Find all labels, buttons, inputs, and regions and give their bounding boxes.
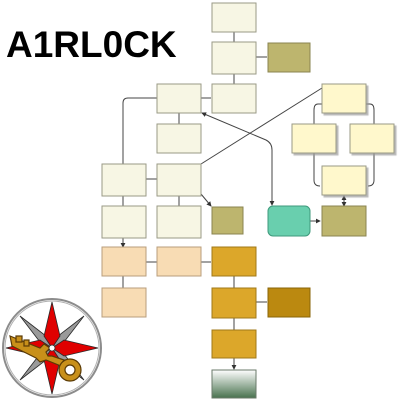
node-gold bbox=[211, 287, 257, 319]
node-gold bbox=[211, 329, 257, 359]
node bbox=[156, 205, 202, 239]
connector-line bbox=[122, 97, 157, 164]
connector-arrow bbox=[200, 193, 212, 207]
compass-key-icon bbox=[2, 298, 102, 398]
node bbox=[156, 163, 202, 197]
connector-line bbox=[313, 103, 322, 187]
node bbox=[156, 83, 202, 114]
node-peach bbox=[101, 287, 147, 318]
node-yellow bbox=[321, 83, 367, 114]
node-olive bbox=[321, 205, 367, 237]
connector-arrow bbox=[201, 112, 275, 206]
connectors bbox=[120, 32, 375, 370]
node-peach bbox=[156, 246, 202, 277]
node-dark-gold bbox=[267, 287, 311, 318]
node-gold bbox=[211, 246, 257, 277]
node-yellow bbox=[349, 123, 395, 154]
nodes bbox=[101, 2, 395, 399]
node-yellow bbox=[321, 165, 367, 196]
node bbox=[211, 41, 257, 75]
node-olive bbox=[211, 206, 244, 235]
node-top bbox=[211, 2, 257, 33]
node bbox=[156, 123, 202, 154]
node-peach bbox=[101, 246, 147, 277]
node bbox=[101, 205, 147, 239]
page-title: A1RL0CK bbox=[6, 24, 177, 65]
node-gradient bbox=[211, 369, 257, 399]
connector-line bbox=[366, 103, 375, 187]
node bbox=[101, 163, 147, 197]
node bbox=[211, 83, 257, 114]
node-teal bbox=[267, 205, 311, 237]
node-yellow bbox=[291, 123, 337, 154]
node-olive bbox=[267, 42, 311, 73]
